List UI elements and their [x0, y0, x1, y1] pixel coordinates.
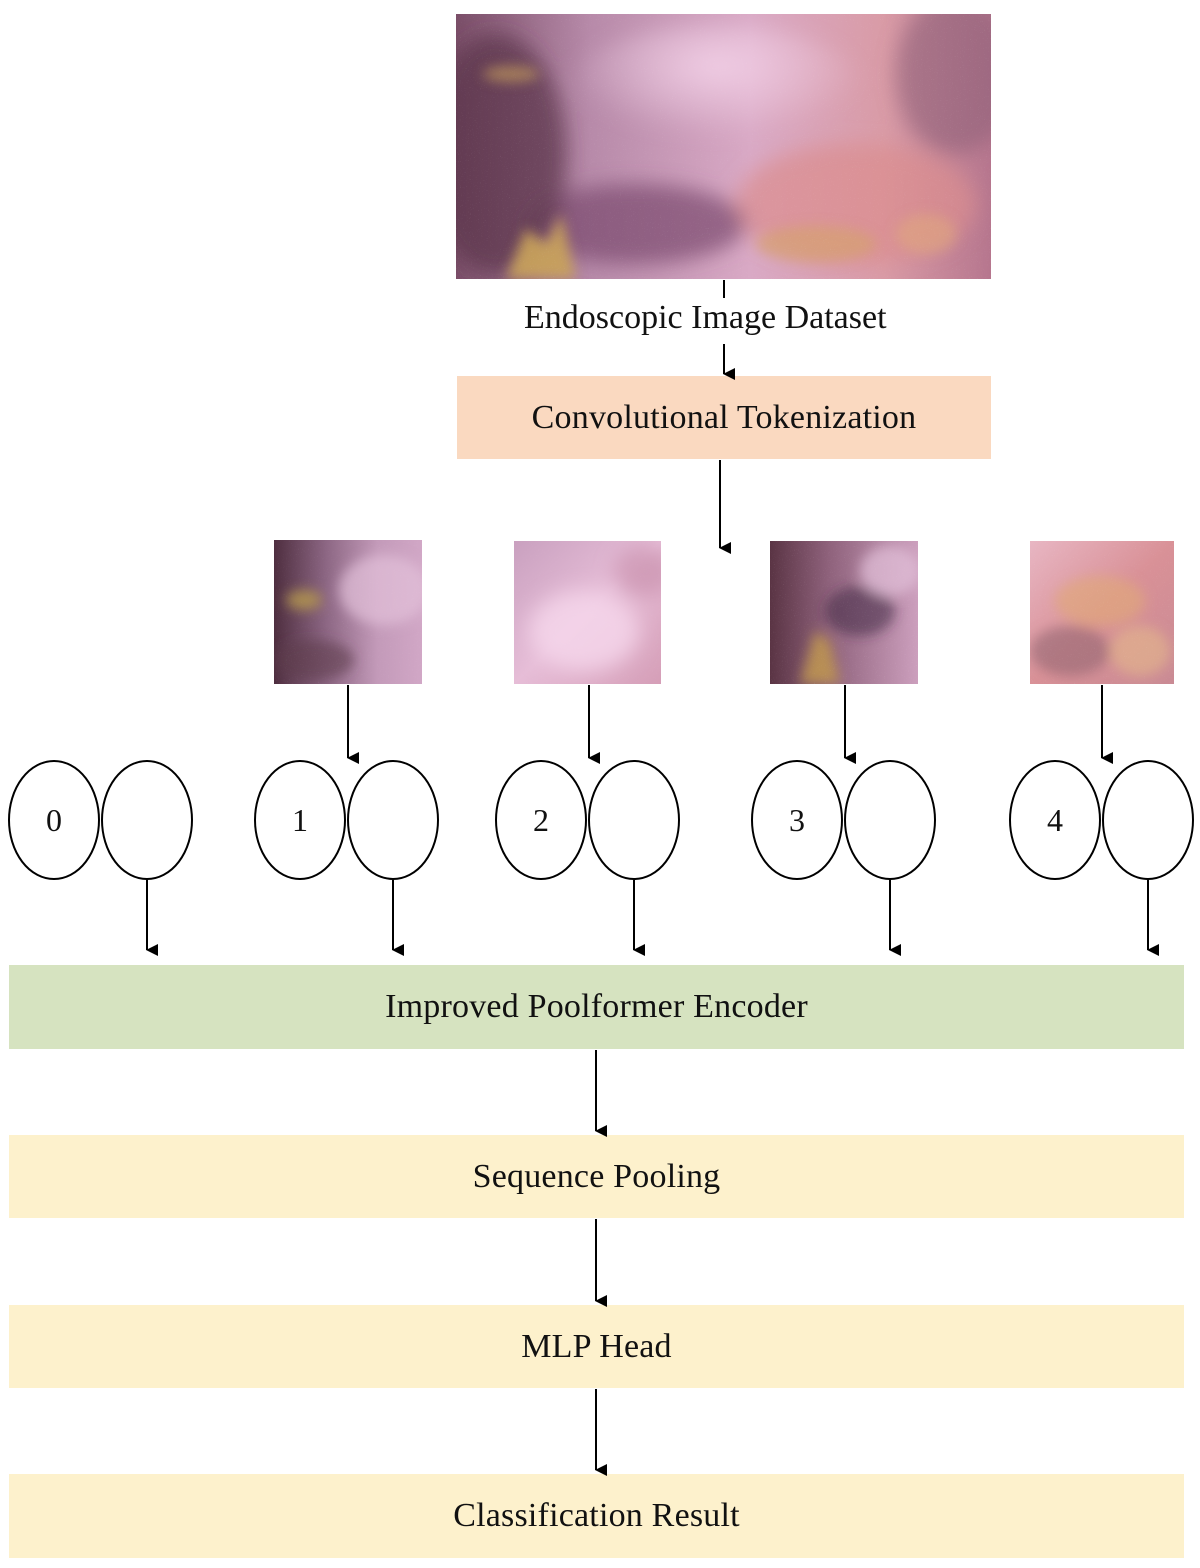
token-embedding-4 [1102, 760, 1194, 880]
token-embedding-0 [101, 760, 193, 880]
token-2: 2 [495, 760, 680, 880]
classification-result-box: Classification Result [9, 1474, 1184, 1558]
sequence-pooling-box: Sequence Pooling [9, 1135, 1184, 1218]
token-index-3: 3 [789, 802, 805, 838]
image-patch-3 [770, 541, 918, 684]
position-embedding-0 [8, 760, 100, 880]
token-4: 4 [1009, 760, 1194, 880]
image-patch-4 [1030, 541, 1174, 684]
endoscopic-image [456, 14, 991, 279]
token-embedding-2 [588, 760, 680, 880]
token-0: 0 [8, 760, 193, 880]
poolformer-encoder-box: Improved Poolformer Encoder [9, 965, 1184, 1049]
token-index-1: 1 [292, 802, 308, 838]
convolutional-tokenization-box: Convolutional Tokenization [457, 376, 991, 459]
token-1: 1 [254, 760, 439, 880]
position-embedding-3 [751, 760, 843, 880]
image-patch-1 [274, 540, 422, 684]
image-patch-2 [514, 541, 661, 684]
token-embedding-1 [347, 760, 439, 880]
token-3: 3 [751, 760, 936, 880]
token-index-0: 0 [46, 802, 62, 838]
position-embedding-2 [495, 760, 587, 880]
mlp-head-box: MLP Head [9, 1305, 1184, 1388]
position-embedding-1 [254, 760, 346, 880]
token-index-4: 4 [1047, 802, 1063, 838]
dataset-label: Endoscopic Image Dataset [524, 299, 887, 336]
token-index-2: 2 [533, 802, 549, 838]
position-embedding-4 [1009, 760, 1101, 880]
token-embedding-3 [844, 760, 936, 880]
